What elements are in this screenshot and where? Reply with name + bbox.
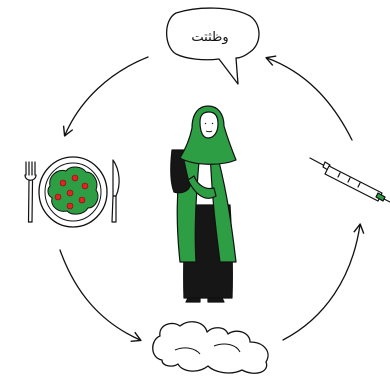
injection-syringe-icon <box>310 158 390 202</box>
knife-icon <box>112 160 119 222</box>
arrow-bubble-to-plate <box>65 57 148 135</box>
cloud-icon <box>153 322 268 374</box>
woman-in-hijab-figure <box>171 106 236 302</box>
speech-bubble-icon: وظثتت <box>167 8 259 84</box>
arrow-syringe-to-bubble <box>267 58 352 140</box>
fork-icon <box>25 162 36 222</box>
arrow-plate-to-cloud <box>60 250 140 340</box>
arrow-cloud-to-syringe <box>283 225 360 340</box>
salad-plate-icon <box>25 157 119 227</box>
speech-bubble-text: وظثتت <box>191 30 228 45</box>
